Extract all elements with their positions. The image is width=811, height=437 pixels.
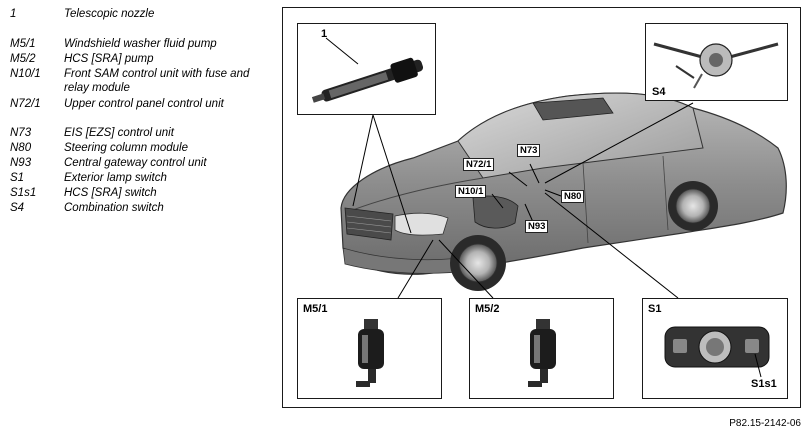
rear-wheel (668, 181, 718, 231)
telescopic-nozzle-icon (311, 37, 424, 103)
component-location-figure: 1 S4 M5/1 (282, 7, 801, 408)
legend-code: M5/1 (10, 38, 36, 50)
legend-description: HCS [SRA] switch (64, 187, 157, 199)
washer-pump-label: M5/1 (303, 303, 328, 315)
legend-code: N93 (10, 157, 32, 169)
legend-code: 1 (10, 8, 17, 20)
hcs-pump-icon (528, 319, 556, 387)
legend-description: Windshield washer fluid pump (64, 38, 217, 50)
lamp-switch-icon (664, 326, 770, 378)
nozzle-label: 1 (321, 28, 328, 40)
legend-description: Telescopic nozzle (64, 8, 155, 20)
callout-n73: N73 (517, 144, 541, 157)
combination-switch-label: S4 (652, 86, 666, 98)
washer-pump-icon (356, 319, 384, 387)
nozzle-inset: 1 (297, 23, 436, 115)
car-body (340, 92, 787, 275)
hcs-switch-label: S1s1 (751, 378, 777, 390)
figure-reference-id: P82.15-2142-06 (729, 418, 801, 429)
car-illustration (340, 92, 787, 299)
legend-description: Combination switch (64, 202, 164, 214)
legend-code: N72/1 (10, 98, 41, 110)
legend-description: Exterior lamp switch (64, 172, 167, 184)
legend-code: S4 (10, 202, 25, 214)
combination-switch-inset: S4 (645, 23, 788, 101)
legend-code: N10/1 (10, 68, 41, 80)
lamp-switch-inset: S1 S1s1 (642, 298, 788, 399)
callout-n72-1: N72/1 (463, 158, 495, 171)
legend-code: M5/2 (10, 53, 36, 65)
legend-code: N73 (10, 127, 32, 139)
legend-description: Upper control panel control unit (64, 98, 224, 110)
callout-n93: N93 (525, 220, 549, 233)
legend-description: EIS [EZS] control unit (64, 127, 174, 139)
callout-n80: N80 (561, 190, 585, 203)
combination-switch-icon (653, 42, 779, 89)
legend-code: S1 (10, 172, 25, 184)
legend-code: N80 (10, 142, 32, 154)
legend-code: S1s1 (10, 187, 37, 199)
hcs-pump-label: M5/2 (475, 303, 500, 315)
washer-pump-inset: M5/1 (297, 298, 442, 399)
legend-description: HCS [SRA] pump (64, 53, 154, 65)
legend-description: Central gateway control unit (64, 157, 207, 169)
hcs-pump-inset: M5/2 (469, 298, 614, 399)
front-wheel (450, 235, 506, 291)
legend-description: Front SAM control unit with fuse and rel… (64, 68, 250, 94)
legend-description: Steering column module (64, 142, 189, 154)
lamp-switch-label: S1 (648, 303, 662, 315)
callout-n10-1: N10/1 (455, 185, 487, 198)
leader-lines (352, 102, 694, 299)
